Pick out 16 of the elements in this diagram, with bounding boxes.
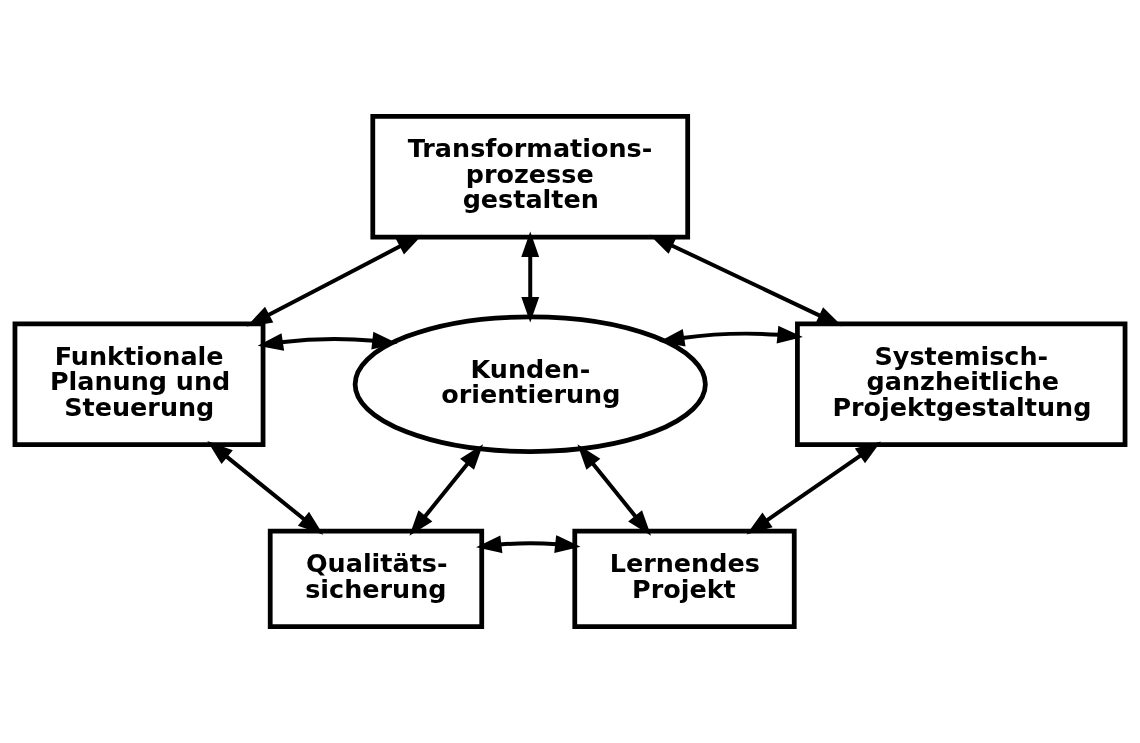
arrow [409,444,484,536]
node-box: Funktionale Planung und Steuerung [12,321,266,448]
arrow [257,331,398,351]
arrow [746,441,881,535]
node-box: Systemisch- ganzheitliche Projektgestaltung [795,321,1128,448]
node-box: Lernendes Projekt [572,528,797,630]
node-box: Qualitäts- sicherung [267,528,485,630]
arrow [649,234,843,327]
arrow [521,231,540,323]
node-box: Transformations- prozesse gestalten [370,113,691,240]
node-ellipse: Kunden- orientierung [352,314,708,454]
arrow [207,441,324,535]
arrow [577,444,652,536]
arrow [476,535,581,554]
arrow [659,325,803,347]
arrow [246,234,423,327]
